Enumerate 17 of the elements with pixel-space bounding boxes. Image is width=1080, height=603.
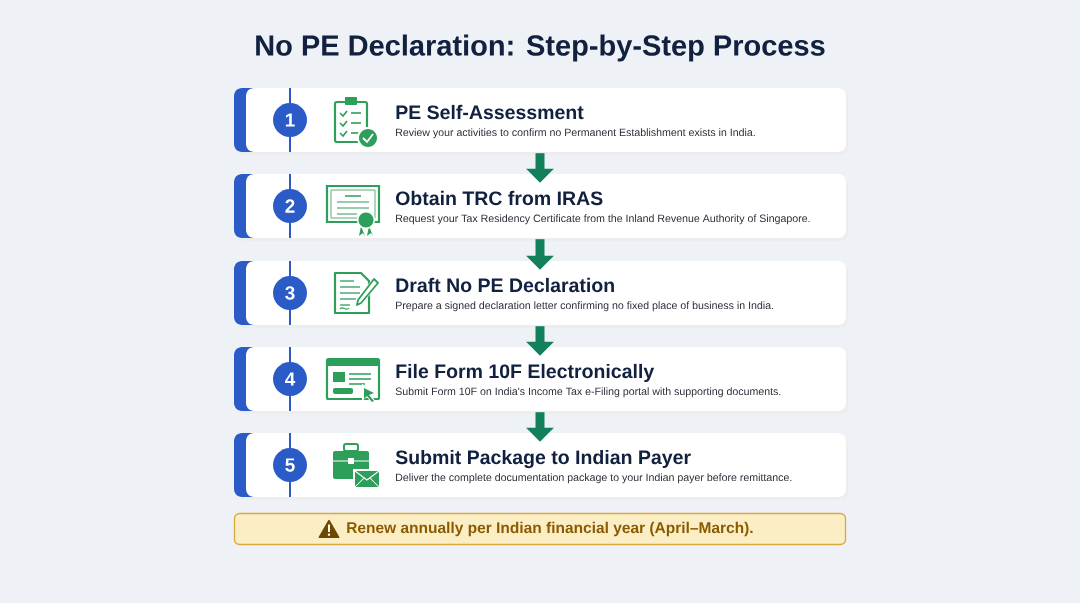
step-description: Review your activities to confirm no Permanent Establishment exists in India. bbox=[396, 128, 755, 139]
step-number: 2 bbox=[273, 189, 307, 223]
step-number: 3 bbox=[273, 276, 307, 310]
step-number: 4 bbox=[273, 362, 307, 396]
step-title: PE Self-Assessment bbox=[396, 104, 584, 120]
step-title: Submit Package to Indian Payer bbox=[395, 449, 691, 469]
step-number: 1 bbox=[273, 103, 307, 137]
step-title: File Form 10F Electronically bbox=[396, 363, 655, 383]
step-number: 5 bbox=[273, 448, 307, 482]
step-description: Submit Form 10F on India's Income Tax e-Filing portal with supporting documents. bbox=[395, 387, 781, 398]
step-description: Deliver the complete documentation package to your Indian payer before remittance. bbox=[396, 473, 792, 484]
step-description: Request your Tax Residency Certificate from the Inland Revenue Authority of Singapore. bbox=[396, 214, 810, 225]
title: No PE Declaration: Step-by-Step Process bbox=[256, 34, 825, 62]
step-title: Draft No PE Declaration bbox=[396, 277, 614, 293]
step-description: Prepare a signed declaration letter confirming no fixed place of business in India. bbox=[396, 301, 774, 312]
notice-text: Renew annually per Indian financial year (April–March). bbox=[347, 521, 753, 537]
step-title: Obtain TRC from IRAS bbox=[396, 190, 603, 206]
